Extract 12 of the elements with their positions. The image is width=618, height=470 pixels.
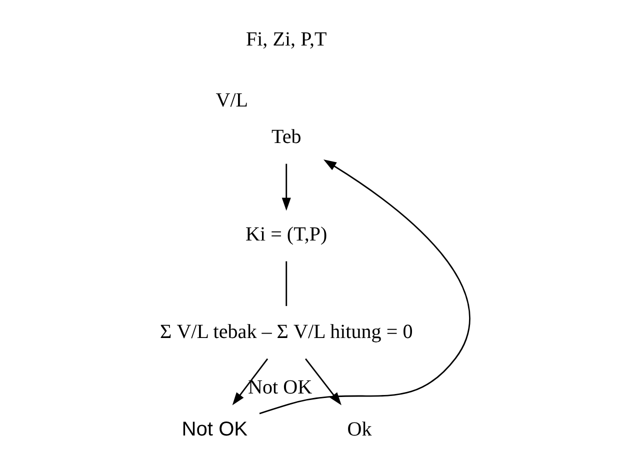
node-text: Teb (270, 126, 301, 148)
label: Fi, Zi, P,T (245, 28, 326, 50)
node-text: Ok (346, 418, 372, 440)
connector (285, 261, 287, 306)
edge-label: Not OK (248, 376, 312, 399)
node-label: V/L (215, 89, 248, 112)
node-text: Σ V/L tebak – Σ V/L hitung = 0 (160, 320, 412, 343)
arrow (258, 160, 470, 414)
arrow (232, 358, 268, 406)
arrow (281, 164, 290, 211)
node-text: Ki = (T,P) (245, 223, 327, 246)
node-text: Not OK (181, 418, 248, 440)
